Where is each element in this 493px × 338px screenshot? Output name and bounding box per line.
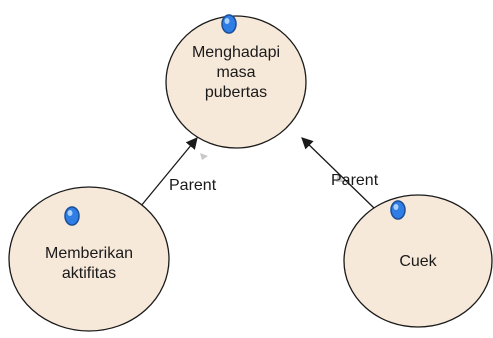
edge-right-to-root[interactable]	[301, 137, 375, 209]
edge-decoration	[200, 153, 208, 160]
use-case-node-root[interactable]	[165, 15, 307, 149]
edge-left-to-root[interactable]	[135, 137, 198, 213]
use-case-icon	[390, 200, 406, 220]
node-label-root: Menghadapi masa pubertas	[191, 44, 281, 101]
edge-label-right: Parent	[331, 172, 379, 189]
use-case-icon	[221, 14, 237, 34]
use-case-icon	[64, 206, 80, 226]
use-case-node-left[interactable]	[8, 186, 170, 332]
edge-label-left: Parent	[169, 177, 217, 194]
use-case-node-right[interactable]	[343, 194, 493, 328]
node-label-right: Cuek	[399, 253, 437, 270]
node-label-left: Memberikan aktifitas	[44, 245, 134, 282]
edge-decoration	[336, 174, 344, 182]
